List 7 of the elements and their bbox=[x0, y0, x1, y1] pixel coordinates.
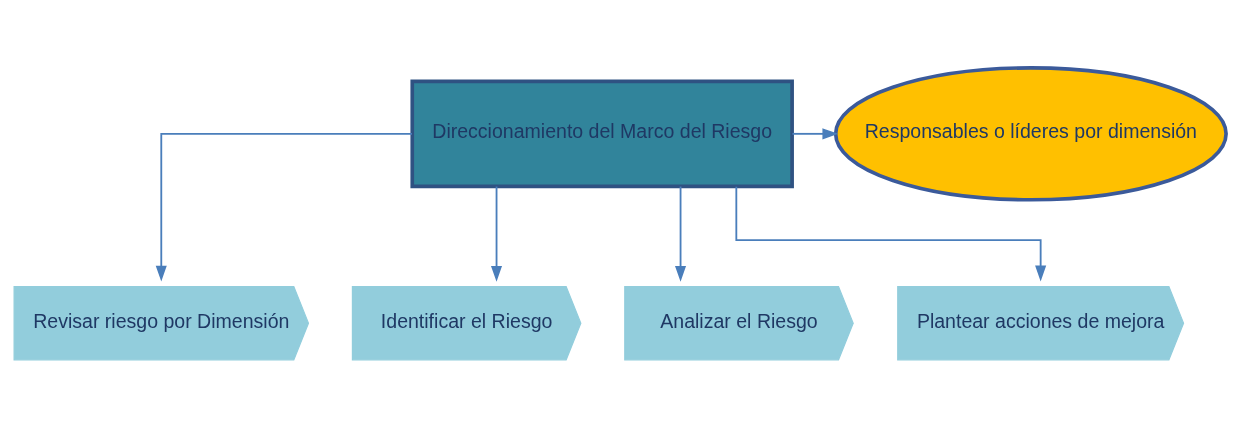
arrow bbox=[491, 185, 503, 282]
arrow bbox=[735, 185, 1047, 282]
arrow bbox=[791, 128, 839, 140]
arrow bbox=[155, 132, 413, 282]
node-ellipse: Responsables o líderes por dimensión bbox=[833, 66, 1228, 202]
arrow bbox=[675, 185, 687, 282]
node-box: Direccionamiento del Marco del Riesgo bbox=[410, 79, 794, 189]
